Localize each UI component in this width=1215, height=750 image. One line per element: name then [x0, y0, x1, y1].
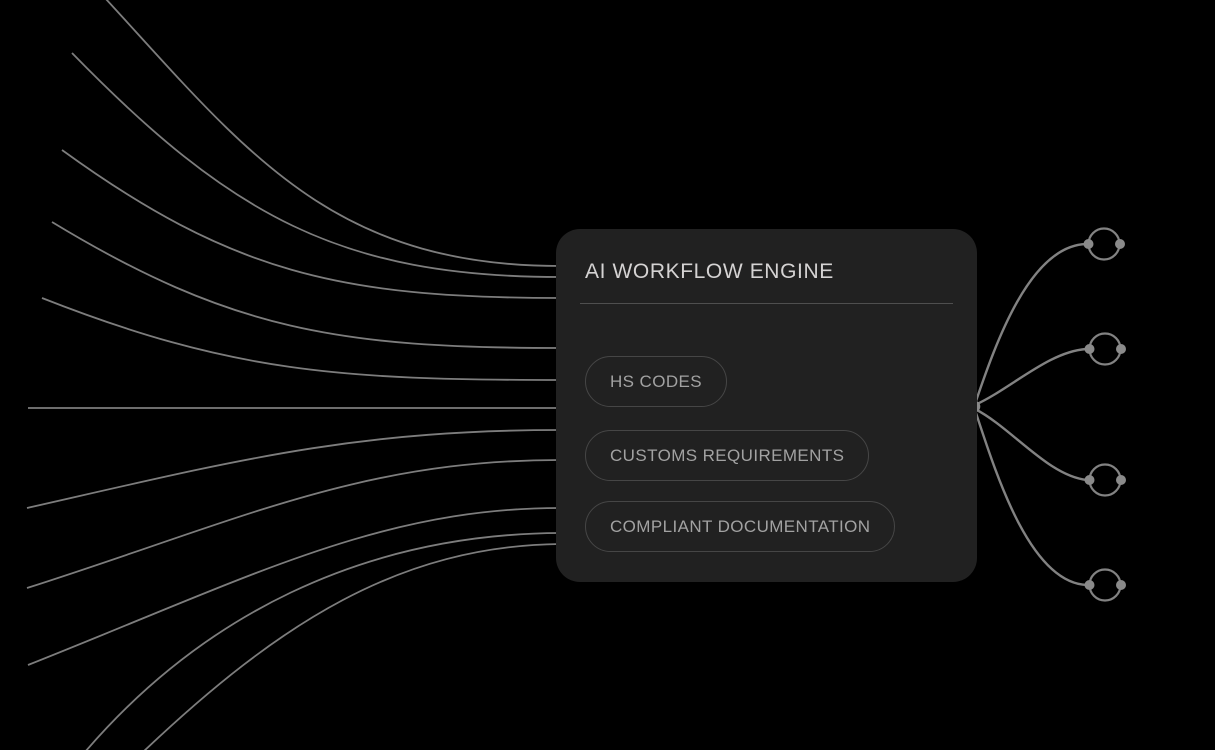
- output-node-dot: [1116, 475, 1126, 485]
- input-flow-line: [27, 507, 561, 666]
- input-flow-line: [26, 459, 561, 589]
- input-flow-line: [26, 429, 561, 509]
- input-flow-line: [105, 0, 561, 267]
- output-node: [1084, 332, 1126, 366]
- card-title: AI WORKFLOW ENGINE: [585, 260, 834, 283]
- output-node-dot: [1116, 344, 1126, 354]
- output-node: [1084, 463, 1126, 497]
- output-connector: [974, 407, 1088, 482]
- pill-customs-requirements[interactable]: CUSTOMS REQUIREMENTS: [585, 430, 870, 481]
- input-flow-line: [85, 532, 561, 750]
- output-connectors: [973, 242, 1088, 587]
- input-flow-line: [143, 543, 561, 750]
- output-node-dot: [1084, 580, 1095, 590]
- output-node-dot: [1084, 344, 1095, 354]
- output-node: [1084, 568, 1126, 602]
- output-node-dot: [1083, 239, 1094, 249]
- output-connector: [974, 347, 1087, 407]
- input-flow-line: [71, 52, 561, 278]
- output-node-dot: [1084, 475, 1095, 485]
- input-flow-line: [61, 149, 561, 299]
- output-node: [1083, 227, 1125, 261]
- pill-compliant-documentation[interactable]: COMPLIANT DOCUMENTATION: [585, 501, 896, 552]
- output-connector: [973, 409, 1088, 587]
- input-flow-line: [41, 297, 561, 381]
- output-node-dot: [1115, 239, 1125, 249]
- input-flow-lines: [26, 0, 561, 750]
- input-flow-line: [51, 221, 561, 349]
- pill-hs-codes[interactable]: HS CODES: [585, 356, 727, 407]
- divider: [580, 303, 953, 304]
- workflow-card: AI WORKFLOW ENGINE HS CODES CUSTOMS REQU…: [556, 229, 977, 582]
- output-connector: [973, 242, 1087, 405]
- output-node-dot: [1116, 580, 1126, 590]
